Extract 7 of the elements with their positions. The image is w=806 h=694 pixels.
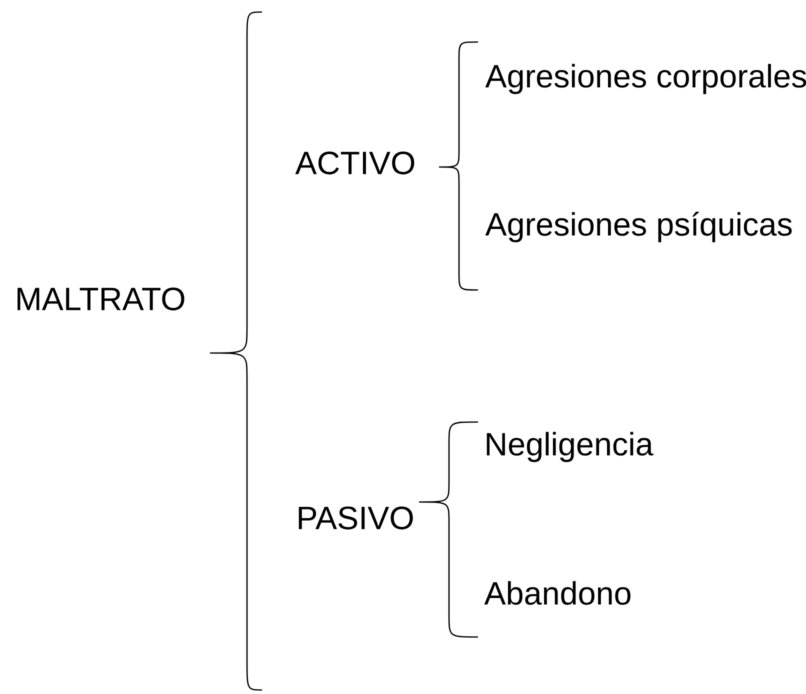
label-text: ACTIVO [295,152,414,174]
label-text: Agresiones corporales [485,64,806,94]
label-text: PASIVO [298,506,413,530]
label-text: Agresiones psíquicas [485,212,792,242]
label-text: MALTRATO [18,288,184,310]
label-text: Negligencia [486,432,654,462]
label-text: Abandono [484,581,630,605]
